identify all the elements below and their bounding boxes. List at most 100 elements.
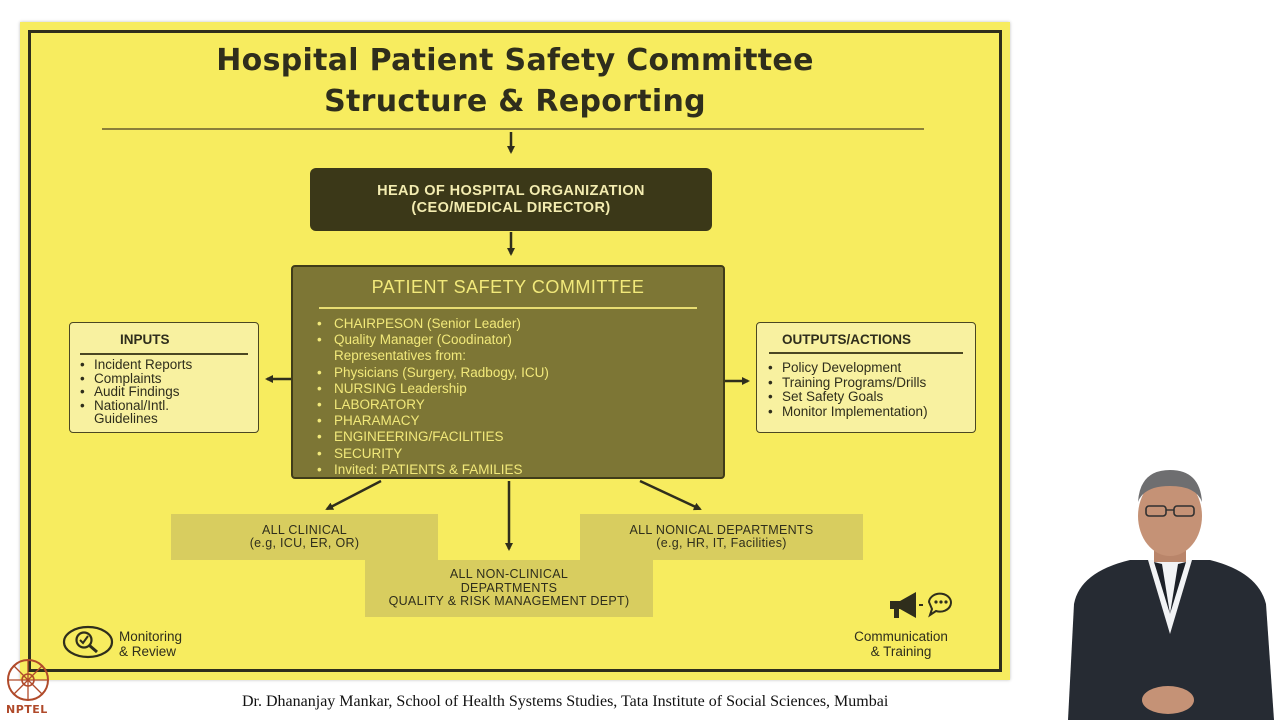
list-item-label: Training Programs/Drills [782,374,927,390]
committee-member-label: Physicians (Surgery, Radbogy, ICU) [334,364,549,380]
list-item: • Training Programs/Drills [768,374,928,391]
all-non-clinical-box: ALL NON-CLINICAL DEPARTMENTS QUALITY & R… [365,560,653,617]
head-line-2: (CEO/MEDICAL DIRECTOR) [411,199,611,216]
monitoring-label: Monitoring & Review [119,629,182,659]
bullet-icon: • [317,364,322,380]
bullet-icon: • [80,397,85,413]
monitoring-line-2: & Review [119,644,177,659]
committee-title: PATIENT SAFETY COMMITTEE [371,277,645,297]
arrow-to-nonical [639,479,702,511]
slide-title: Hospital Patient Safety Committee Struct… [20,40,1010,122]
bullet-icon: • [317,461,322,477]
list-item-label: Audit Findings [94,384,180,400]
inputs-box: INPUTS • Incident Reports • Complaints • Audi… [69,322,259,433]
list-item: • Audit Findings [80,385,192,399]
list-item-label: Monitor Implementation) [782,403,928,419]
non-clinical-line-3: QUALITY & RISK MANAGEMENT DEPT) [388,594,630,609]
bullet-icon: • [80,370,85,386]
committee-member-list: • CHAIRPESON (Senior Leader) • Quality Mana… [317,316,549,478]
nonical-line-1: ALL NONICAL DEPARTMENTS [629,522,814,537]
inputs-list: • Incident Reports • Complaints • Audit Findi… [80,358,192,426]
presenter-figure [1068,470,1274,720]
speech-bubble-icon [927,592,952,618]
bullet-icon: • [768,374,773,390]
committee-member-label: ENGINEERING/FACILITIES [334,429,504,445]
bullet-icon: • [317,397,322,413]
communication-label: Communication & Training [846,629,956,659]
committee-member-item: • NURSING Leadership [317,381,549,397]
committee-member-item: • Invited: PATIENTS & FAMILIES [317,462,549,478]
bullet-icon: • [317,413,322,429]
committee-member-label: NURSING Leadership [334,380,467,396]
non-clinical-line-2: DEPARTMENTS [460,580,558,595]
committee-member-label: PHARAMACY [334,413,420,429]
outputs-box: OUTPUTS/ACTIONS • Policy Development • Trai… [756,322,976,433]
committee-member-item: • Quality Manager (Coodinator) [317,332,549,348]
committee-member-item: • PHARAMACY [317,413,549,429]
slide: Hospital Patient Safety Committee Struct… [20,22,1010,680]
list-item-label: Complaints [94,370,162,386]
committee-member-label: LABORATORY [334,397,425,413]
outputs-list: • Policy Development • Training Programs/Dr… [768,360,928,420]
bullet-icon: • [768,403,773,419]
patient-safety-committee-box: PATIENT SAFETY COMMITTEE • CHAIRPESON (Se… [291,265,725,479]
committee-member-item: • ENGINEERING/FACILITIES [317,429,549,445]
list-item: • Set Safety Goals [768,389,928,405]
communication-line-2: & Training [870,644,932,659]
clinical-line-2: (e.g, ICU, ER, OR) [249,536,360,550]
committee-member-label: SECURITY [334,445,403,461]
nptel-logo-icon [7,659,49,701]
title-line-1: Hospital Patient Safety Committee [216,43,814,78]
head-line-1: HEAD OF HOSPITAL ORGANIZATION [377,182,645,199]
bullet-icon: • [317,380,322,396]
non-clinical-line-1: ALL NON-CLINICAL [449,567,569,582]
committee-member-item: • SECURITY [317,446,549,462]
monitoring-line-1: Monitoring [119,629,183,644]
megaphone-icon [890,592,923,618]
bullet-icon: • [317,316,322,331]
list-item: • Incident Reports [80,358,192,372]
committee-member-label: Quality Manager (Coodinator) [334,332,512,348]
list-item-label: Incident Reports [94,357,193,372]
committee-member-item: • LABORATORY [317,397,549,413]
bullet-icon: • [80,384,85,400]
connector-arrows [223,132,750,551]
committee-member-label: CHAIRPESON (Senior Leader) [334,316,521,331]
list-item-label: National/Intl. Guidelines [94,397,170,427]
committee-member-item: • CHAIRPESON (Senior Leader) [317,316,549,332]
inputs-divider [80,353,248,355]
committee-member-item: Representatives from: [317,348,549,364]
bullet-icon: • [80,357,85,372]
all-clinical-box: ALL CLINICAL (e.g, ICU, ER, OR) [171,514,438,560]
clinical-line-1: ALL CLINICAL [261,522,348,537]
outputs-divider [769,352,963,354]
title-line-2: Structure & Reporting [324,84,706,119]
bullet-icon: • [768,389,773,404]
communication-line-1: Communication [854,629,948,644]
committee-divider [319,307,697,309]
magnifier-check-icon [62,625,114,659]
bullet-icon: • [317,429,322,445]
list-item-label: Policy Development [782,360,902,375]
outputs-title: OUTPUTS/ACTIONS [782,332,912,347]
bullet-icon: • [768,360,773,375]
committee-member-item: • Physicians (Surgery, Radbogy, ICU) [317,365,549,381]
list-item: • Monitor Implementation) [768,403,928,420]
list-item: • Policy Development [768,360,928,376]
arrow-to-clinical [325,479,382,511]
bullet-icon: • [317,445,322,461]
list-item-label: Set Safety Goals [782,389,884,404]
slide-frame [28,30,1002,672]
nptel-logo-text: NPTEL [6,703,48,716]
committee-member-label: Representatives from: [334,348,467,364]
bullet-icon: • [317,332,322,348]
head-of-hospital-box: HEAD OF HOSPITAL ORGANIZATION (CEO/MEDIC… [310,168,712,231]
list-item: • Complaints [80,370,192,386]
title-divider [102,128,924,130]
all-nonical-departments-box: ALL NONICAL DEPARTMENTS (e.g, HR, IT, Fa… [580,514,863,560]
nonical-line-2: (e.g, HR, IT, Facilities) [656,536,787,550]
committee-member-label: Invited: PATIENTS & FAMILIES [334,461,523,477]
footer-credit: Dr. Dhananjay Mankar, School of Health S… [242,693,889,710]
list-item: • National/Intl. Guidelines [80,399,192,426]
inputs-title: INPUTS [120,332,170,347]
